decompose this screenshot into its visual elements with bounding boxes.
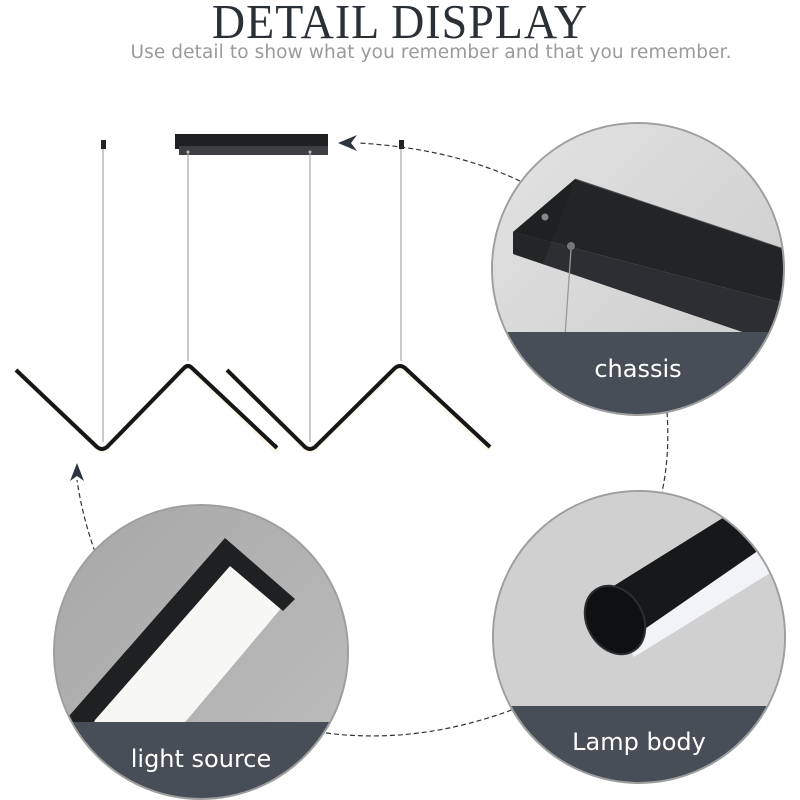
callout-light-source: light source bbox=[53, 504, 349, 800]
callout-label-light-source: light source bbox=[130, 745, 272, 773]
page-subtitle: Use detail to show what you remember and… bbox=[130, 42, 732, 63]
callout-label-lamp-body: Lamp body bbox=[572, 728, 706, 756]
page-title: DETAIL DISPLAY bbox=[211, 0, 589, 49]
canopy-chassis bbox=[175, 134, 328, 155]
arrow-left-icon bbox=[338, 135, 357, 151]
callout-label-chassis: chassis bbox=[594, 355, 682, 383]
callout-lamp-body: Lamp body bbox=[492, 490, 786, 784]
arrow-up-icon bbox=[70, 463, 84, 481]
callout-chassis: chassis bbox=[491, 122, 785, 416]
